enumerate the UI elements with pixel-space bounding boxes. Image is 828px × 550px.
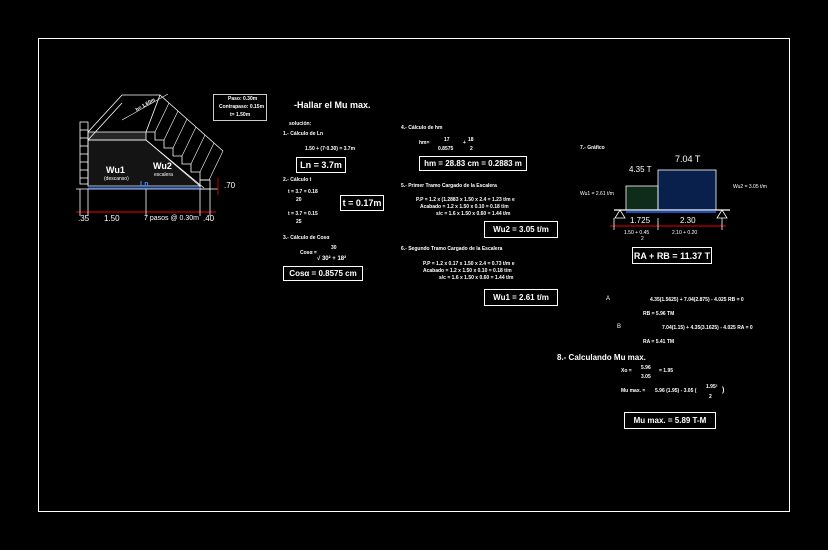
cos-den: √ 30² + 18² (317, 256, 347, 262)
p6-line2: Acabado = 1.2 x 1.50 x 0.10 = 0.18 t/m (423, 268, 512, 274)
t-line3: t = 3.7 = 0.15 (288, 211, 318, 217)
hm-den1: 0.8575 (438, 146, 454, 152)
hm-num1: 17 (444, 137, 450, 143)
load-right-value: 7.04 T (675, 154, 701, 164)
mu-result-box: Mu max. = 5.89 T-M (624, 412, 716, 429)
p5-line1: P.P = 1.2 x (1.2883 x 1.50 x 2.4 = 1.23 … (416, 197, 515, 203)
step1-title: 1.- Cálculo de Ln (283, 131, 324, 137)
t-line2: 20 (296, 197, 302, 203)
wu1-sub: (descanso) (104, 176, 129, 182)
drawing-frame (38, 38, 790, 512)
hm-lhs: hm= (419, 140, 430, 146)
dim-70: .70 (224, 181, 236, 190)
note-paso: Paso: 0.30m (228, 96, 258, 102)
stair-support (199, 179, 211, 190)
load-block-right (657, 169, 717, 211)
dim-left: 1.725 (630, 216, 651, 225)
stair-elevation (76, 93, 224, 216)
wu2-result-box: Wu2 = 3.05 t/m (484, 221, 558, 238)
stair-wall (79, 121, 89, 185)
t-result-box: t = 0.17m (340, 195, 384, 211)
dim-35: .35 (78, 214, 90, 223)
note-contrapaso: Contrapaso: 0.15m (219, 104, 265, 110)
wu1-tag: Wu1 = 2.61 t/m (580, 191, 614, 197)
dim-40: .40 (203, 214, 215, 223)
wu2-label: Wu2 (153, 161, 172, 171)
hm-plus: + (463, 140, 466, 146)
ln-mark: Ln (140, 181, 149, 188)
landing-slab (87, 131, 147, 141)
load-block-left (625, 185, 659, 211)
eq-a-label: A (606, 296, 611, 302)
step2-title: 2.- Cálculo t (283, 177, 312, 183)
xo-num: 5.96 (641, 365, 651, 371)
support-a (614, 209, 626, 219)
stair-note-box (213, 94, 267, 121)
cos-lhs: Cosα = (300, 250, 317, 256)
eq-b-label: B (617, 324, 622, 330)
dim-right-sub: 2.10 + 0.20 (672, 230, 698, 236)
step3-title: 3.- Cálculo de Cosα (283, 235, 330, 241)
solucion-label: solución: (289, 121, 312, 127)
load-diagram (610, 169, 730, 230)
ln-result-box: Ln = 3.7m (296, 157, 346, 173)
dim-left-sub: 1.50 + 0.45 (624, 230, 650, 236)
mu-frac-num: 1.95² (706, 384, 718, 390)
p6-line1: P.P = 1.2 x 0.17 x 1.50 x 2.4 = 0.73 t/m… (423, 261, 515, 267)
mu-close: ) (722, 387, 725, 394)
hm-result-box: hm = 28.83 cm = 0.2883 m (419, 156, 527, 171)
note-t: t= 1.50m (230, 112, 251, 118)
ln-formula: 1.50 + (7·0.30) = 3.7m (305, 146, 356, 152)
cos-num: 30 (331, 245, 337, 251)
step7-title: 7.- Gráfico (580, 145, 605, 151)
p5-line3: s/c = 1.6 x 1.50 x 0.60 = 1.44 t/m (436, 211, 511, 217)
step5-title: 5.- Primer Tramo Cargado de la Escalera (401, 183, 497, 189)
wu1-label: Wu1 (106, 165, 125, 175)
dim-left-sub2: 2 (641, 236, 644, 242)
xo-eq: = 1.95 (659, 368, 674, 374)
p5-line2: Acabado = 1.2 x 1.50 x 0.10 = 0.18 t/m (420, 204, 509, 210)
reaction-sum-box: RA + RB = 11.37 T (632, 247, 712, 264)
stair-steps (146, 131, 209, 181)
eq-a: 4.35(1.5625) + 7.04(2.875) - 4.025 RB = … (650, 297, 744, 303)
cos-result-box: Cosα = 0.8575 cm (283, 266, 363, 281)
t-line1: t = 3.7 = 0.18 (288, 189, 318, 195)
step4-title: 4.- Cálculo de hm (401, 125, 443, 131)
heading-mu-max: -Hallar el Mu max. (294, 100, 371, 110)
load-left-value: 4.35 T (629, 165, 652, 174)
step8-title: 8.- Calculando Mu max. (557, 353, 646, 362)
step6-title: 6.- Segundo Tramo Cargado de la Escalera (401, 246, 503, 252)
support-b (716, 209, 728, 219)
mu-expr: 5.96 (1.95) - 3.05 ( (655, 388, 697, 394)
rb-result: RB = 5.96 TM (643, 311, 675, 317)
ra-result: RA = 5.41 TM (643, 339, 675, 345)
eq-b: 7.04(1.15) + 4.35(3.1625) - 4.025 RA = 0 (662, 325, 753, 331)
mu-lhs: Mu max. = (621, 388, 646, 394)
p6-line3: s/c = 1.6 x 1.50 x 0.60 = 1.44 t/m (439, 275, 514, 281)
xo-den: 3.05 (641, 374, 651, 380)
t-line4: 25 (296, 219, 302, 225)
dim-right: 2.30 (680, 216, 696, 225)
wu2-tag: Wu2 = 3.05 t/m (733, 184, 767, 190)
mu-frac-den: 2 (709, 394, 712, 400)
dim-150: 1.50 (104, 214, 120, 223)
hm-den2: 2 (470, 146, 473, 152)
wu2-sub: escalera (154, 172, 173, 178)
dim-pasos: 7 pasos @ 0.30m (144, 215, 199, 222)
xo-lhs: Xo = (621, 368, 632, 374)
wu1-result-box: Wu1 = 2.61 t/m (484, 289, 558, 306)
hm-num2: 18 (468, 137, 474, 143)
